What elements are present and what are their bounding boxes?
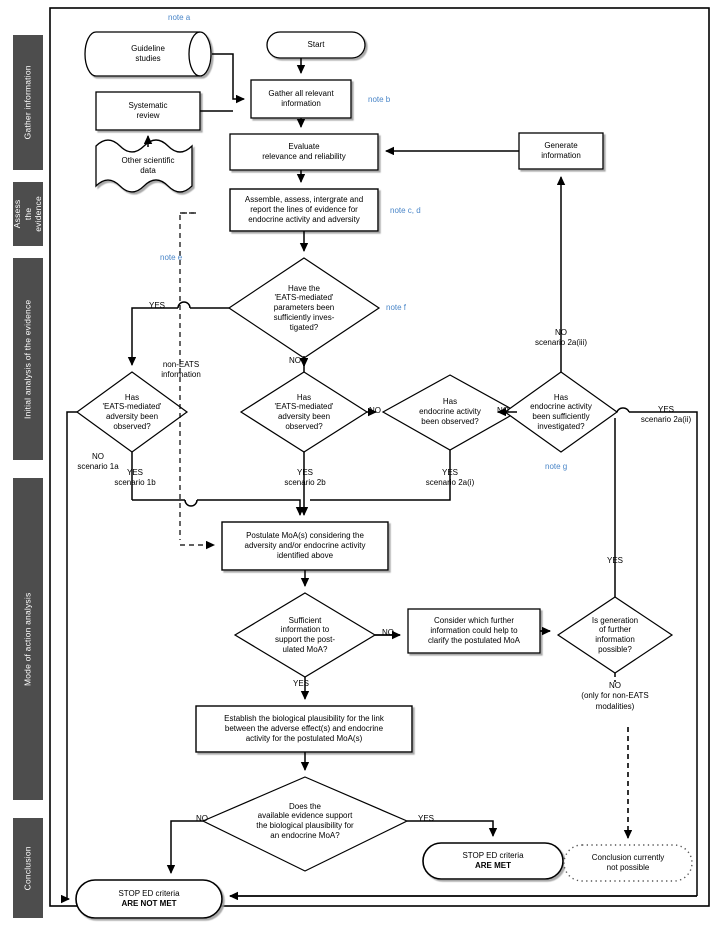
label-generate-information: Generate information [541, 141, 581, 160]
node-other-scientific-data [95, 139, 193, 193]
label-eats-adversity-left: Has 'EATS-mediated' adversity been obser… [102, 392, 162, 431]
label-other-scientific-data: Other scientific data [121, 156, 175, 175]
edge-label-yes-generation-possible: YES [606, 556, 623, 565]
label-assemble: Assemble, assess, intergrate and report … [244, 195, 364, 224]
note-c-d: note c, d [390, 206, 421, 215]
note-a: note a [168, 13, 191, 22]
phase-bar-conclusion: Conclusion [13, 818, 43, 918]
node-no-conclusion [563, 844, 693, 882]
edge-label-yes-eats-investigated: YES [148, 301, 165, 310]
node-evidence-support [201, 776, 409, 872]
label-postulate-moa: Postulate MoA(s) considering the adversi… [244, 531, 366, 560]
connectors-2 [61, 176, 698, 904]
phase-bar-initial: Initial analysis of the evidence [13, 258, 43, 460]
edge-label-yes-sufficient-info: YES [292, 679, 309, 688]
edge-label-non-eats-information: non-EATS information [161, 360, 201, 380]
node-evaluate [229, 133, 379, 171]
label-establish-plausibility: Establish the biological plausibility fo… [224, 714, 384, 743]
note-f: note f [386, 303, 407, 312]
node-systematic-review [95, 91, 201, 131]
label-stop-are-met: STOP ED criteria ARE MET [423, 843, 563, 879]
phase-bar-assess: Assess the evidence [12, 182, 43, 246]
node-assemble [229, 188, 379, 232]
diagram-frame [49, 7, 710, 907]
label-generation-possible: Is generation of further information pos… [591, 615, 639, 654]
node-stop-are-not-met [75, 879, 223, 919]
label-eats-investigated: Have the 'EATS-mediated' parameters been… [273, 283, 335, 332]
edge-label-no-scenario-1a: NO scenario 1a [77, 452, 119, 472]
phase-bar-moa: Mode of action analysis [13, 478, 43, 800]
edge-label-no-eats-investigated: NO [289, 356, 301, 365]
note-g: note g [545, 462, 568, 471]
stop-are-not-met-line1: STOP ED criteria [118, 889, 180, 898]
label-consider-further: Consider which further information could… [427, 616, 521, 645]
edge-label-no-scenario-2aiii: NO scenario 2a(iii) [534, 328, 588, 348]
edge-label-yes-evidence-support: YES [417, 814, 434, 823]
note-b: note b [368, 95, 391, 104]
note-e: note e [160, 253, 183, 262]
label-endocrine-sufficiently-investigated: Has endocrine activity been sufficiently… [530, 392, 592, 431]
stop-are-met-line2: ARE MET [475, 861, 511, 870]
node-gather-all [250, 79, 352, 119]
edge-label-no-generation-possible: NO (only for non-EATS modalities) [581, 681, 649, 711]
stop-are-not-met-line2: ARE NOT MET [121, 899, 177, 908]
label-sufficient-information: Sufficient information to support the po… [274, 615, 336, 654]
label-guideline-studies: Guideline studies [131, 44, 165, 63]
edge-label-yes-scenario-2b: YES scenario 2b [284, 468, 326, 488]
node-generate-information [518, 132, 604, 170]
label-gather-all: Gather all relevant information [268, 89, 334, 108]
edge-label-yes-scenario-1b: YES scenario 1b [114, 468, 156, 488]
stop-are-met-line1: STOP ED criteria [462, 851, 524, 860]
label-evaluate: Evaluate relevance and reliability [262, 142, 346, 161]
label-eats-adversity-mid: Has 'EATS-mediated' adversity been obser… [274, 392, 334, 431]
node-establish-plausibility [195, 705, 413, 753]
edge-label-no-evidence-support: NO [196, 814, 208, 823]
edge-label-no-sufficient-info: NO [382, 628, 394, 637]
edge-label-no-endocrine-observed: NO [497, 406, 509, 415]
node-endocrine-sufficiently-investigated [503, 371, 619, 453]
edge-label-yes-scenario-2aii: YES scenario 2a(ii) [640, 405, 692, 425]
label-stop-are-not-met: STOP ED criteria ARE NOT MET [76, 880, 222, 918]
label-systematic-review: Systematic review [128, 101, 168, 120]
node-start [266, 31, 366, 59]
label-evidence-support: Does the available evidence support the … [256, 801, 354, 840]
phase-bar-gather: Gather information [13, 35, 43, 170]
node-guideline-studies [84, 31, 212, 77]
edge-label-no-adversity-mid: NO [369, 406, 381, 415]
label-endocrine-observed: Has endocrine activity been observed? [419, 397, 481, 426]
node-stop-are-met [422, 842, 564, 880]
label-no-conclusion: Conclusion currently not possible [591, 853, 665, 872]
label-start: Start [307, 40, 325, 50]
node-consider-further [407, 608, 541, 654]
edge-label-yes-scenario-2ai: YES scenario 2a(i) [425, 468, 475, 488]
